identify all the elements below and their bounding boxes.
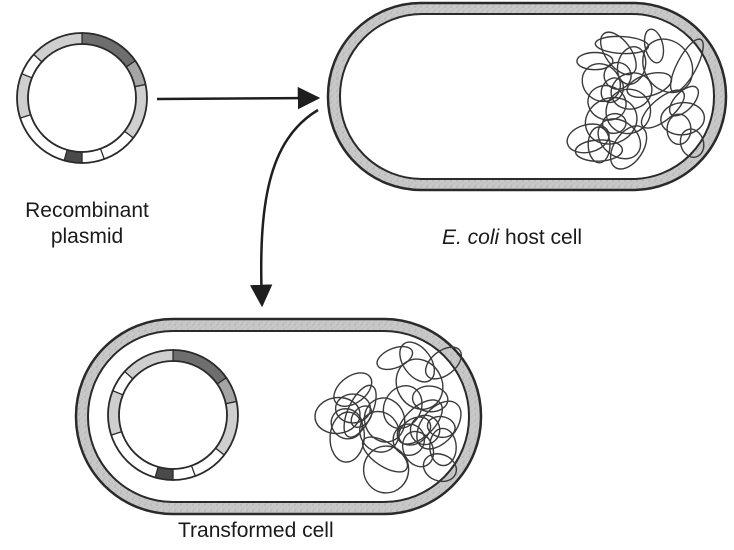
ecoli-host-cell xyxy=(328,3,726,190)
plasmid-segment xyxy=(100,131,133,159)
recombinant-plasmid xyxy=(17,33,147,163)
arrow-to-host-cell xyxy=(157,98,318,99)
host-cell-label: E. coli host cell xyxy=(442,225,582,251)
transformed-cell xyxy=(76,319,481,514)
host-label-species: E. coli xyxy=(442,226,499,249)
transformed-cell-label: Transformed cell xyxy=(178,518,334,544)
recombinant-plasmid-label: Recombinant plasmid xyxy=(0,198,174,250)
host-label-text: host cell xyxy=(499,226,582,249)
plasmid-label-line1: Recombinant xyxy=(0,198,174,224)
plasmid-ring-outline xyxy=(17,33,147,163)
arrow-to-transformed-cell xyxy=(261,110,318,305)
plasmid-ring-outline xyxy=(28,44,136,152)
plasmid-label-line2: plasmid xyxy=(0,224,174,250)
plasmid-segment xyxy=(20,115,67,161)
